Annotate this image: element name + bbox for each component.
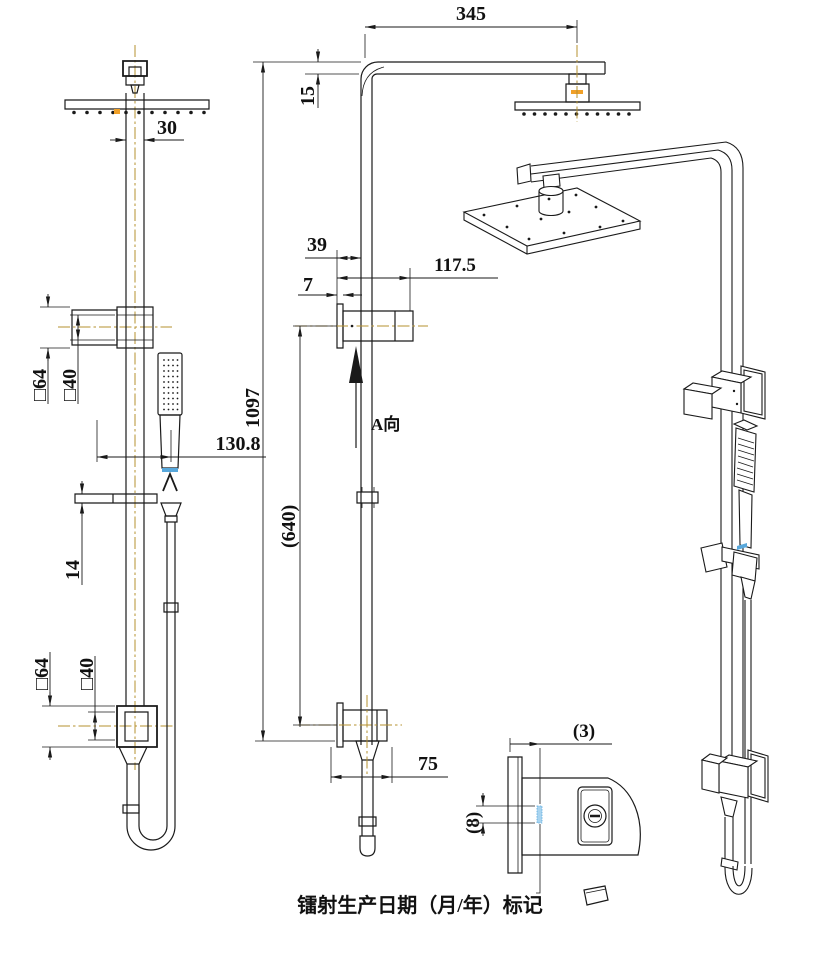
water-mark (737, 543, 747, 550)
upper-bracket-iso (684, 366, 765, 419)
dim-1097: 1097 (242, 388, 264, 428)
spray-nozzles (522, 112, 631, 116)
dim-345: 345 (456, 3, 486, 25)
dim-40-upper: □40 (59, 369, 81, 401)
lower-bracket-iso (702, 750, 768, 802)
dim-30: 30 (157, 117, 177, 139)
dim-14: 14 (62, 560, 84, 580)
hose-u-bend-iso (721, 797, 752, 894)
accent-mark (114, 109, 120, 114)
side-view: A向 345 15 (242, 3, 640, 856)
dim-3: (3) (573, 721, 595, 742)
dimension-arm-length: 345 (365, 3, 577, 58)
dimension-arm-height: 15 (297, 49, 359, 108)
dim-75: 75 (418, 753, 438, 775)
view-a-arrow: A向 (349, 346, 400, 448)
dimension-flange-thickness: 7 (298, 274, 362, 298)
dim-130-8: 130.8 (216, 433, 261, 455)
dimension-mark-height: (8) (463, 793, 535, 836)
dimension-mark-offset: (3) (510, 721, 612, 804)
dim-7: 7 (303, 274, 313, 296)
dimension-upper-bracket-inner: □40 (59, 315, 115, 404)
dimension-bracket-spacing: (640) (278, 326, 337, 727)
dim-64-upper: □64 (29, 369, 51, 401)
laser-mark-area (537, 806, 542, 823)
rain-head-iso (464, 174, 640, 254)
dimension-holder-thickness: 14 (62, 481, 85, 585)
dim-8: (8) (463, 812, 484, 834)
dim-39: 39 (307, 234, 327, 256)
slide-holder-iso (701, 543, 759, 599)
dimension-lower-bracket-inner: □40 (76, 656, 115, 740)
spray-nozzles (72, 110, 206, 115)
dimension-column-width: 30 (110, 117, 184, 143)
dim-117-5: 117.5 (434, 255, 476, 276)
dimension-upper-bracket-outer: □64 (29, 294, 70, 404)
handheld-shower-iso (734, 420, 757, 548)
dim-64-lower: □64 (31, 658, 53, 690)
slide-holder-front (75, 494, 157, 503)
dim-640: (640) (278, 505, 300, 548)
laser-note: 镭射生产日期（月/年）标记 (297, 893, 543, 917)
view-a-label: A向 (371, 414, 400, 434)
dimension-outlet-depth: 75 (331, 747, 448, 783)
detail-view-wall-plate: (3) (8) 镭射生产日期（月/年）标记 (297, 721, 640, 917)
dim-40-lower: □40 (76, 658, 98, 690)
front-view: 30 □64 □40 130.8 1 (29, 45, 266, 850)
water-mark (162, 468, 178, 472)
isometric-view (464, 142, 768, 894)
note-leader (536, 824, 540, 893)
dimension-lower-bracket-outer: □64 (31, 652, 115, 760)
rain-head-plate-front (65, 100, 209, 109)
dimension-total-height: 1097 (242, 62, 361, 741)
laser-label-wedge (584, 886, 608, 905)
hose-u-bend (127, 826, 175, 850)
arm-end-cap (517, 164, 531, 184)
dimension-handheld-offset: 130.8 (97, 420, 266, 462)
handheld-shower-front (158, 353, 182, 491)
dim-15: 15 (297, 86, 319, 106)
dimension-bracket-depth: 117.5 (337, 255, 498, 311)
